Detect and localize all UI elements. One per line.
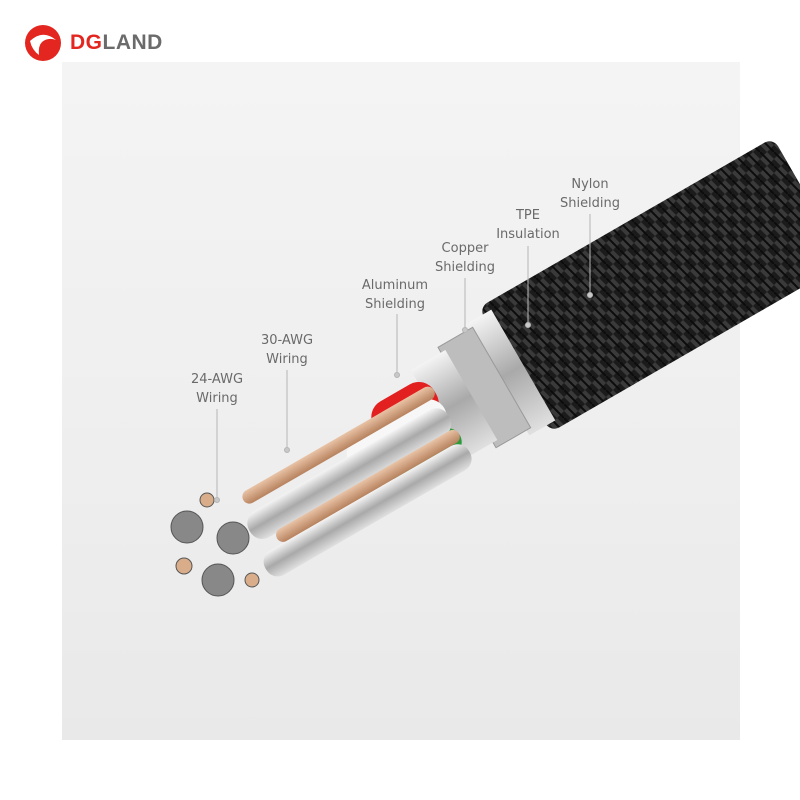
label-tpe-insulation: TPE Insulation <box>496 206 560 244</box>
label-line: Aluminum <box>361 278 429 293</box>
label-line: Copper <box>441 241 489 256</box>
label-line: 24-AWG <box>190 372 244 387</box>
label-24-awg-wiring: 24-AWG Wiring <box>191 370 243 408</box>
label-line: Wiring <box>266 352 308 367</box>
tpe-insulation <box>465 309 556 436</box>
label-line: Nylon <box>571 177 609 192</box>
label-line: Wiring <box>196 391 238 406</box>
wire-ends <box>170 492 260 597</box>
brand-logo: DGLAND <box>24 24 163 62</box>
aluminum-shielding <box>410 349 498 461</box>
label-line: Insulation <box>496 227 560 242</box>
label-line: Shielding <box>559 196 621 211</box>
logo-text: DGLAND <box>70 31 163 55</box>
logo-text-dg: DG <box>70 31 103 54</box>
label-line: Shielding <box>364 297 426 312</box>
logo-text-land: LAND <box>102 31 163 54</box>
label-30-awg-wiring: 30-AWG Wiring <box>261 331 313 369</box>
label-line: 30-AWG <box>260 333 314 348</box>
nylon-shielding <box>482 141 800 429</box>
leader-lines <box>214 214 593 503</box>
label-line: Shielding <box>434 260 496 275</box>
label-line: TPE <box>515 208 540 223</box>
logo-mark-icon <box>25 25 61 61</box>
